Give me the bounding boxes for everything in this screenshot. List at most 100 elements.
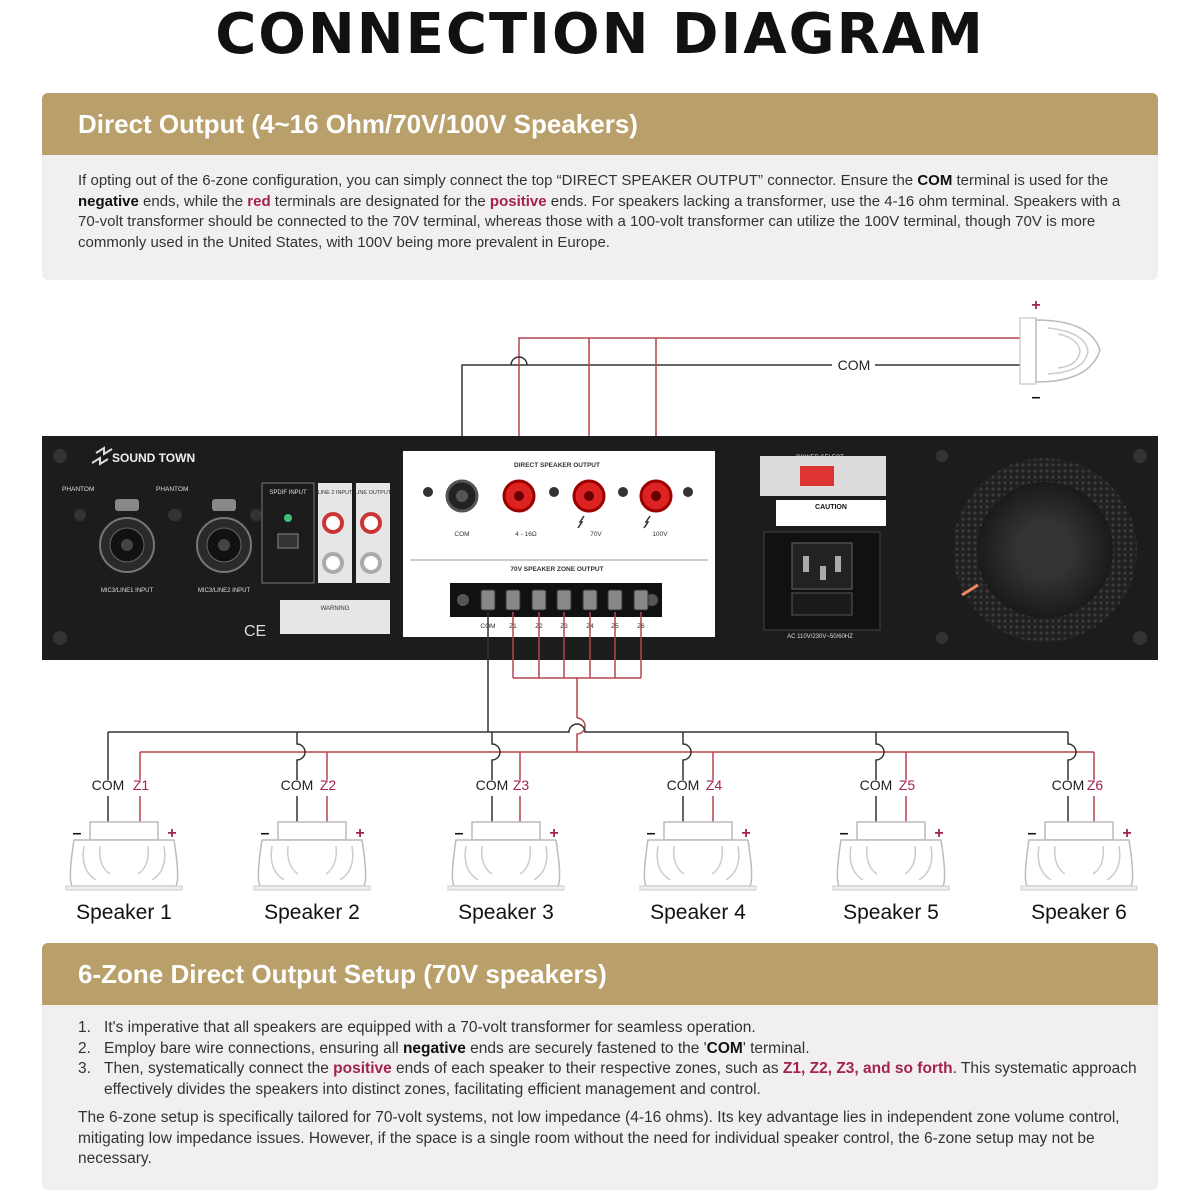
direct-speaker-output-label: DIRECT SPEAKER OUTPUT — [514, 462, 600, 469]
caution-label: CAUTION — [815, 504, 847, 511]
top-speaker — [1019, 317, 1101, 385]
text-part: ' terminal. — [742, 1039, 810, 1057]
text-part: terminal is used for the — [952, 172, 1109, 189]
zone-speakers: COM Z1 – + Speaker 1 COM Z2 – + Speaker 2 COM Z3 – + S… — [65, 777, 1138, 924]
speaker-rim — [270, 845, 354, 881]
speaker-plus-label: + — [355, 825, 364, 842]
speaker-plus-label: + — [549, 825, 558, 842]
speaker-rim — [480, 845, 532, 875]
text-part: ends. For speakers lacking a transformer… — [78, 192, 1121, 251]
speaker-cone — [451, 839, 561, 887]
text-part: If opting out of the 6-zone configuratio… — [78, 172, 918, 189]
ac-power-label: AC 110V/230V~50/60HZ — [787, 634, 853, 640]
list-item: 2. Employ bare wire connections, ensuring… — [78, 1039, 1138, 1060]
speaker-rim — [865, 845, 917, 875]
list-item: 1.It's imperative that all speakers are … — [78, 1018, 1138, 1039]
zone-wires — [107, 612, 1095, 822]
text-part: Then, systematically connect the — [104, 1060, 334, 1077]
speaker-base — [65, 885, 183, 891]
line-output-label: LINE OUTPUT — [355, 490, 392, 496]
speaker-zone-label: Z1 — [133, 777, 150, 793]
speaker-minus-label: – — [73, 825, 82, 842]
text-part: Employ bare wire connections, ensuring a… — [104, 1039, 403, 1057]
speaker-rim — [286, 845, 338, 875]
speaker-base — [253, 885, 371, 891]
speaker-rim — [464, 845, 548, 881]
mic1-input-label: MIC3/LINE1 INPUT — [101, 588, 154, 594]
speaker-cone — [643, 839, 753, 887]
speaker-name: Speaker 5 — [843, 901, 939, 924]
speaker-rim — [98, 845, 150, 875]
negative-emphasis: negative — [402, 1039, 466, 1057]
speaker-minus-label: – — [647, 825, 656, 842]
bolt-icon — [577, 515, 651, 529]
speaker-rim — [1053, 845, 1105, 875]
text-part: ends, while the — [138, 192, 248, 210]
top-plus-label: + — [1031, 297, 1040, 314]
speaker-plus-label: + — [741, 825, 750, 842]
speaker-com-label: COM — [860, 777, 893, 793]
speaker-cone — [836, 839, 946, 887]
step-number: 2. — [78, 1039, 91, 1057]
speaker-minus-label: – — [455, 825, 464, 842]
zone-feed-hop — [576, 717, 586, 752]
top-com-label: COM — [838, 357, 871, 373]
zones-emphasis: Z1, Z2, Z3, and so forth — [782, 1060, 953, 1077]
page-title: CONNECTION DIAGRAM — [215, 2, 985, 67]
list-item: 3.Then, systematically connect the posit… — [78, 1059, 1138, 1100]
speaker-cone — [1024, 839, 1134, 887]
speaker-name: Speaker 4 — [650, 901, 746, 924]
text-part: ends of each speaker to their respective… — [391, 1060, 783, 1077]
speaker-com-label: COM — [667, 777, 700, 793]
zone-setup-steps: 1.It's imperative that all speakers are … — [78, 1018, 1138, 1100]
speaker: COM Z4 – + Speaker 4 — [639, 777, 757, 924]
speaker-rim — [672, 845, 724, 875]
negative-emphasis: negative — [78, 192, 139, 210]
speaker-cap — [1044, 821, 1114, 841]
speaker-name: Speaker 6 — [1031, 901, 1127, 924]
zone-setup-heading: 6-Zone Direct Output Setup (70V speakers… — [42, 943, 1158, 1005]
speaker-base — [1020, 885, 1138, 891]
zone-output-label: 70V SPEAKER ZONE OUTPUT — [510, 566, 603, 573]
speaker-minus-label: – — [840, 825, 849, 842]
brand-logo: SOUND TOWN — [112, 451, 195, 465]
speaker-zone-label: Z2 — [320, 777, 337, 793]
amplifier-rear-panel — [42, 436, 1158, 660]
top-minus-label: – — [1032, 389, 1041, 406]
speaker-zone-label: Z3 — [513, 777, 530, 793]
speaker-zone-label: Z4 — [706, 777, 723, 793]
mic2-input-label: MIC3/LINE2 INPUT — [198, 588, 251, 594]
speaker-cap — [471, 821, 541, 841]
zone-setup-paragraph: The 6-zone setup is specifically tailore… — [78, 1109, 1120, 1167]
power-select-label: POWER SELECT — [796, 455, 844, 461]
speaker-rim — [1037, 845, 1121, 881]
ce-mark: CE — [244, 623, 266, 640]
speaker-plus-label: + — [934, 825, 943, 842]
terminal-70v-label: 70V — [590, 531, 602, 538]
positive-emphasis: positive — [489, 192, 547, 210]
terminal-4-16-label: 4 - 16Ω — [515, 531, 537, 538]
com-emphasis: COM — [917, 172, 953, 189]
text-part: terminals are designated for the — [270, 192, 490, 210]
speaker-plus-label: + — [1122, 825, 1131, 842]
speaker-com-label: COM — [1052, 777, 1085, 793]
red-emphasis: red — [247, 192, 271, 210]
step-number: 1. — [78, 1019, 91, 1036]
speaker-name: Speaker 2 — [264, 901, 360, 924]
com-bus-wire — [108, 723, 1068, 733]
text-part: . This systematic approach effectively d… — [104, 1060, 1137, 1098]
speaker-zone-label: Z6 — [1087, 777, 1104, 793]
com-drop-wire — [1067, 732, 1077, 780]
speaker-rim — [82, 845, 166, 881]
speaker-name: Speaker 1 — [76, 901, 172, 924]
zone-setup-panel: 6-Zone Direct Output Setup (70V speakers… — [42, 943, 1158, 1190]
phantom-label-2: PHANTOM — [156, 486, 188, 493]
phantom-label-1: PHANTOM — [62, 486, 94, 493]
speaker-base — [832, 885, 950, 891]
speaker-cap — [856, 821, 926, 841]
